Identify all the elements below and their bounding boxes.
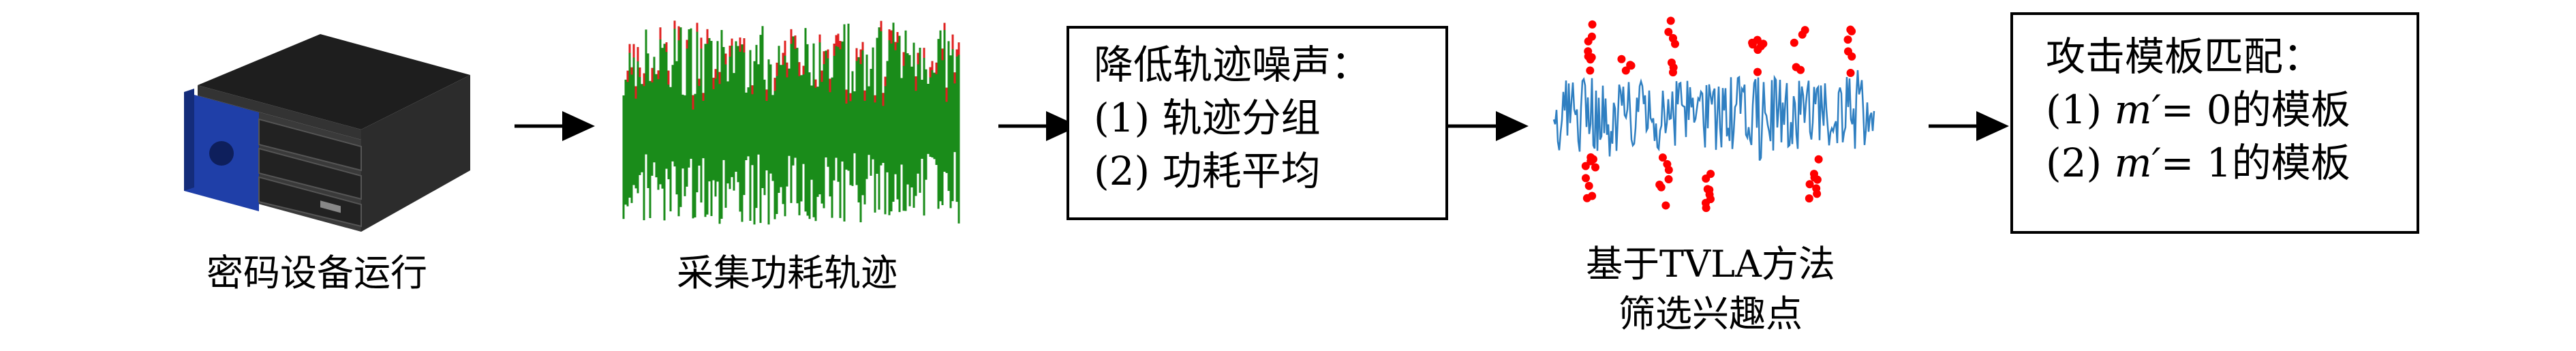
point-of-interest	[1814, 155, 1823, 164]
point-of-interest	[1847, 27, 1856, 35]
point-of-interest	[1581, 174, 1590, 183]
tvla-caption-line-2: 筛选兴趣点	[1619, 292, 1803, 335]
device-caption: 密码设备运行	[206, 251, 427, 294]
point-of-interest	[1627, 61, 1636, 70]
point-of-interest	[1805, 180, 1814, 189]
point-of-interest	[1847, 52, 1856, 61]
attack-template-box: 攻击模板匹配： (1) m′= 0的模板 (2) m′= 1的模板	[2010, 12, 2419, 234]
point-of-interest	[1666, 16, 1675, 25]
noise-reduction-box: 降低轨迹噪声： (1) 轨迹分组 (2) 功耗平均	[1067, 26, 1448, 220]
arrow-right-icon	[1448, 111, 1529, 141]
point-of-interest	[1581, 162, 1590, 170]
point-of-interest	[1663, 159, 1672, 168]
point-of-interest	[1586, 157, 1595, 166]
arrow-right-icon	[1929, 111, 2009, 141]
point-of-interest	[1621, 66, 1630, 75]
point-of-interest	[1588, 192, 1597, 200]
noise-box-title: 降低轨迹噪声：	[1094, 42, 1371, 88]
point-of-interest	[1813, 189, 1822, 198]
noise-box-item-2: (2) 功耗平均	[1094, 148, 1321, 194]
m-prime-var: m′	[2114, 87, 2161, 133]
point-of-interest	[1705, 185, 1714, 194]
noise-box-item-1: (1) 轨迹分组	[1094, 95, 1321, 141]
arrow-right-icon	[515, 111, 595, 141]
point-of-interest	[1591, 163, 1600, 172]
attack-box-item-2: (2) m′= 1的模板	[2046, 140, 2350, 186]
point-of-interest	[1584, 181, 1593, 190]
tvla-trace-icon	[1552, 16, 1875, 213]
point-of-interest	[1664, 27, 1673, 36]
point-of-interest	[1753, 35, 1762, 44]
point-of-interest	[1702, 174, 1711, 183]
point-of-interest	[1588, 20, 1597, 29]
point-of-interest	[1800, 26, 1809, 35]
point-of-interest	[1617, 55, 1626, 63]
point-of-interest	[1843, 35, 1852, 44]
point-of-interest	[1668, 34, 1677, 43]
power-trace-icon	[622, 20, 960, 225]
point-of-interest	[1790, 38, 1798, 47]
point-of-interest	[1805, 194, 1813, 203]
point-of-interest	[1658, 153, 1667, 162]
point-of-interest	[1796, 65, 1805, 74]
point-of-interest	[1756, 42, 1765, 50]
point-of-interest	[1669, 63, 1678, 72]
point-of-interest	[1661, 201, 1670, 210]
point-of-interest	[1753, 67, 1762, 76]
point-of-interest	[1846, 69, 1855, 78]
m-prime-var: m′	[2114, 140, 2161, 186]
point-of-interest	[1657, 183, 1666, 192]
point-of-interest	[1587, 53, 1596, 62]
point-of-interest	[1586, 66, 1595, 75]
tvla-trace-line	[1552, 70, 1875, 161]
arrow-right-icon	[998, 111, 1079, 141]
point-of-interest	[1809, 170, 1818, 179]
point-of-interest	[1584, 37, 1593, 46]
point-of-interest	[1664, 175, 1673, 184]
point-of-interest	[1702, 204, 1711, 213]
device-stage	[157, 27, 477, 232]
tvla-caption-line-1: 基于TVLA方法	[1586, 243, 1835, 286]
server-device-icon	[184, 34, 470, 232]
attack-box-item-1: (1) m′= 0的模板	[2046, 87, 2350, 133]
collect-caption: 采集功耗轨迹	[677, 251, 898, 294]
attack-box-title: 攻击模板匹配：	[2046, 33, 2323, 80]
